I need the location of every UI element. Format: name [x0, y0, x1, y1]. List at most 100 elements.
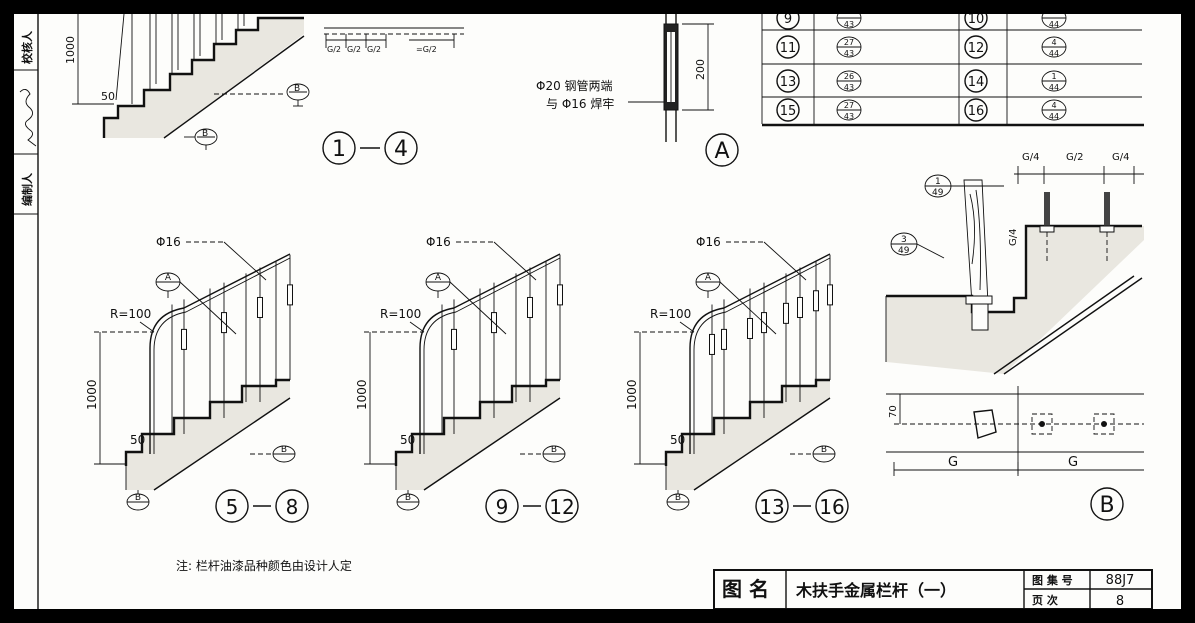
- svg-text:49: 49: [898, 246, 910, 256]
- section-tag-a: A: [705, 273, 712, 283]
- spacing-mark-4: =G/2: [416, 45, 437, 54]
- page-label: 页 次: [1032, 593, 1058, 607]
- table-index-number: 12: [968, 41, 985, 56]
- dim-50: 50: [670, 433, 685, 447]
- range-start: 9: [496, 495, 509, 519]
- bar-diameter-label: Φ16: [156, 235, 181, 249]
- detail-a-note-2: 与 Φ16 焊牢: [546, 96, 614, 111]
- detail-reference-numerator: 4: [1051, 38, 1056, 47]
- detail-reference-numerator: 27: [844, 38, 854, 47]
- detail-reference-denominator: 44: [1049, 112, 1059, 121]
- range-start: 13: [759, 495, 784, 519]
- section-tag-b-bottom: B: [135, 493, 141, 503]
- plate-2: [1093, 413, 1115, 435]
- range-end: 8: [286, 495, 299, 519]
- detail-reference-numerator: 26: [844, 72, 854, 81]
- range-label-1-4: 1 4: [322, 131, 418, 165]
- atlas-number-label: 图 集 号: [1032, 573, 1073, 587]
- table-index-number: 14: [968, 75, 985, 90]
- svg-text:1: 1: [332, 137, 346, 162]
- dim-1000: 1000: [625, 379, 639, 410]
- bar-diameter-label: Φ16: [696, 235, 721, 249]
- section-tag-b-bottom: B: [675, 493, 681, 503]
- detail-reference-denominator: 43: [844, 49, 854, 58]
- reference-3-49: 3 49: [890, 232, 945, 259]
- detail-a-label: A: [714, 139, 729, 164]
- svg-text:4: 4: [394, 137, 408, 162]
- dim-50-top: 50: [101, 90, 115, 103]
- table-index-number: 15: [780, 104, 797, 119]
- section-tag-a: A: [435, 273, 442, 283]
- design-note: 注: 栏杆油漆品种颜色由设计人定: [176, 558, 352, 573]
- table-index-number: 10: [968, 14, 985, 27]
- spacing-mark-1: G/2: [327, 45, 341, 54]
- detail-reference-denominator: 43: [844, 112, 854, 121]
- bend-radius-label: R=100: [650, 307, 691, 321]
- drawing-sheet: 校核人 编制人 1000 50: [14, 14, 1181, 609]
- architectural-drawing: 校核人 编制人 1000 50: [14, 14, 1153, 609]
- section-tag-b-2: B: [184, 128, 218, 150]
- dim-g-2: G: [1068, 455, 1078, 470]
- title-block: 图 名 木扶手金属栏杆（一） 图 集 号 88J7 页 次 8: [713, 569, 1153, 609]
- detail-b: G/4 G/2 G/4 1 49 3 49: [885, 152, 1144, 521]
- svg-text:1: 1: [935, 177, 941, 187]
- section-tag-b: B: [286, 83, 310, 107]
- plate-1: [1031, 413, 1053, 435]
- detail-reference-denominator: 44: [1049, 49, 1059, 58]
- dim-1000-top: 1000: [64, 36, 77, 64]
- section-tag-b: B: [281, 445, 287, 455]
- detail-reference-numerator: 1: [1051, 72, 1056, 81]
- detail-reference-denominator: 43: [844, 83, 854, 92]
- title-name-label: 图 名: [722, 577, 769, 601]
- section-tag-a: A: [165, 273, 172, 283]
- dim-g-1: G: [948, 455, 958, 470]
- table-index-number: 11: [780, 41, 797, 56]
- spacing-marks: G/2 G/2 G/2 =G/2: [324, 27, 464, 54]
- svg-text:49: 49: [932, 188, 944, 198]
- table-row: 13 26 43 14 1 44: [776, 69, 1067, 93]
- detail-reference-denominator: 43: [844, 20, 854, 29]
- detail-b-dim-2: G/2: [1066, 152, 1083, 163]
- table-index-number: 13: [780, 75, 797, 90]
- range-end: 16: [819, 495, 844, 519]
- detail-reference-numerator: 27: [844, 101, 854, 110]
- atlas-number-value: 88J7: [1106, 573, 1135, 588]
- page-value: 8: [1116, 594, 1124, 609]
- section-tag-b: B: [551, 445, 557, 455]
- dim-50: 50: [400, 433, 415, 447]
- svg-text:3: 3: [901, 235, 907, 245]
- bar-diameter-label: Φ16: [426, 235, 451, 249]
- detail-b-label: B: [1099, 493, 1114, 518]
- side-strip: 校核人 编制人: [14, 14, 39, 609]
- dim-50: 50: [130, 433, 145, 447]
- detail-reference-denominator: 44: [1049, 83, 1059, 92]
- svg-text:B: B: [202, 129, 208, 139]
- table-index-number: 16: [968, 104, 985, 119]
- signature-mark: [19, 89, 37, 147]
- section-tag-b-bottom: B: [405, 493, 411, 503]
- detail-a: Φ20 钢管两端 与 Φ16 焊牢 200 A: [536, 14, 739, 167]
- dim-200: 200: [694, 59, 707, 80]
- spacing-mark-3: G/2: [367, 45, 381, 54]
- svg-text:B: B: [294, 84, 300, 94]
- detail-b-dim-1: G/4: [1022, 152, 1039, 163]
- bend-radius-label: R=100: [380, 307, 421, 321]
- detail-a-note-1: Φ20 钢管两端: [536, 78, 613, 93]
- spacing-mark-2: G/2: [347, 45, 361, 54]
- dim-1000: 1000: [85, 379, 99, 410]
- checker-label: 校核人: [20, 30, 34, 64]
- detail-b-dim-3: G/4: [1112, 152, 1129, 163]
- drawing-title: 木扶手金属栏杆（一）: [795, 581, 956, 600]
- detail-reference-denominator: 44: [1049, 20, 1059, 29]
- range-start: 5: [226, 495, 239, 519]
- detail-b-side-dim: G/4: [1008, 229, 1019, 246]
- drafter-label: 编制人: [20, 172, 34, 206]
- dim-1000: 1000: [355, 379, 369, 410]
- reference-1-49: 1 49: [924, 174, 1004, 198]
- bend-radius-label: R=100: [110, 307, 151, 321]
